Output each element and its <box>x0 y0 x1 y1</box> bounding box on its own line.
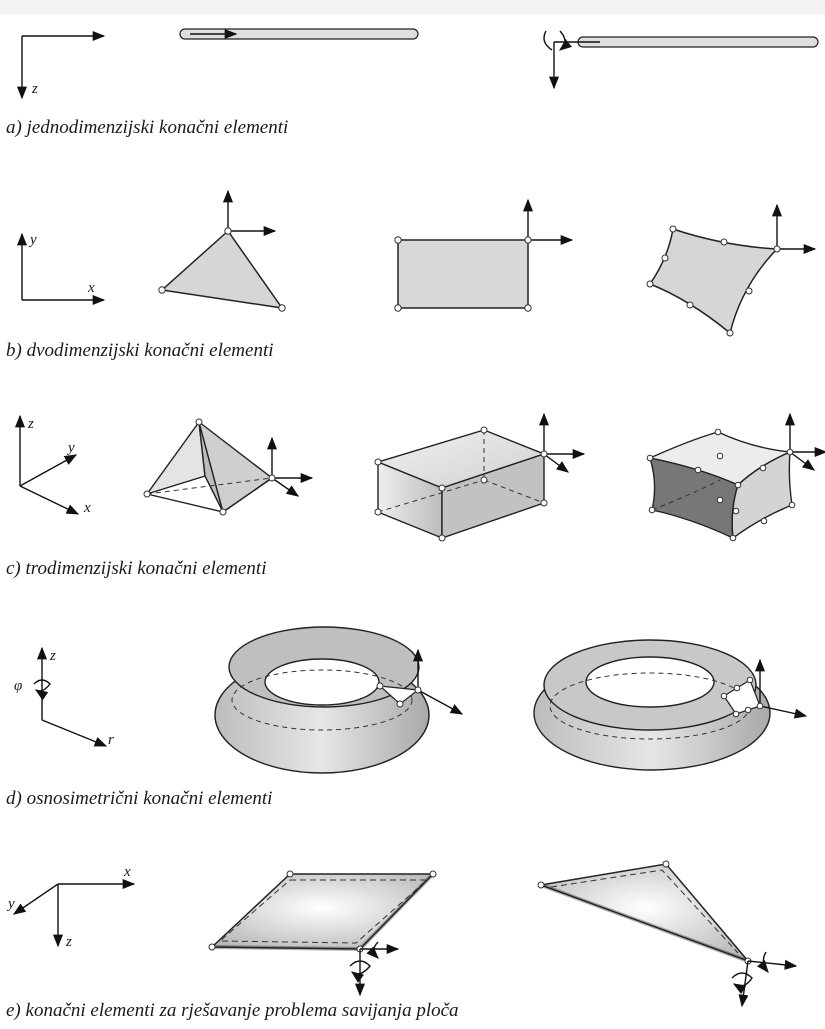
bar-element-1d <box>179 28 419 40</box>
caption-a: a) jednodimenzijski konačni elementi <box>6 117 289 138</box>
rectangle-element-2d <box>394 198 574 312</box>
axis-label-x-e: x <box>123 864 131 880</box>
axisymmetric-quad-ring <box>533 639 808 771</box>
curved-hexahedron-element-3d <box>646 412 825 542</box>
quad-plate-element <box>208 870 437 997</box>
axis-label-y-c: y <box>66 440 75 456</box>
caption-c: c) trodimenzijski konačni elementi <box>6 558 267 579</box>
axis-label-x-b: x <box>87 280 95 296</box>
section-c-axes: z y x <box>14 414 91 516</box>
axis-label-z-e: z <box>65 934 72 950</box>
axis-label-phi-d: φ <box>14 678 22 694</box>
caption-e: e) konačni elementi za rješavanje proble… <box>6 1000 459 1021</box>
caption-d: d) osnosimetrični konačni elementi <box>6 788 273 809</box>
axis-label-x-c: x <box>83 500 91 516</box>
section-a-axes: z <box>16 30 106 100</box>
beam-element-1d <box>543 30 819 90</box>
caption-b: b) dvodimenzijski konačni elementi <box>6 340 274 361</box>
axis-label-z-c: z <box>27 416 34 432</box>
section-d-axes: z r φ <box>14 646 114 748</box>
section-e-axes: x z y <box>6 864 136 950</box>
triangle-plate-element <box>537 860 798 1008</box>
axis-label-z-a: z <box>31 81 38 97</box>
hexahedron-element-3d <box>374 412 586 542</box>
axis-label-r-d: r <box>108 732 114 748</box>
axis-label-y-b: y <box>28 232 37 248</box>
axis-label-z-d: z <box>49 648 56 664</box>
top-band <box>0 0 825 14</box>
triangle-element-2d <box>158 189 286 312</box>
axis-label-y-e: y <box>6 896 15 912</box>
quad-curved-element-2d <box>646 203 817 337</box>
axisymmetric-triangle-ring <box>214 626 464 774</box>
section-b-axes: x y <box>16 232 106 306</box>
tetrahedron-element-3d <box>143 418 314 516</box>
